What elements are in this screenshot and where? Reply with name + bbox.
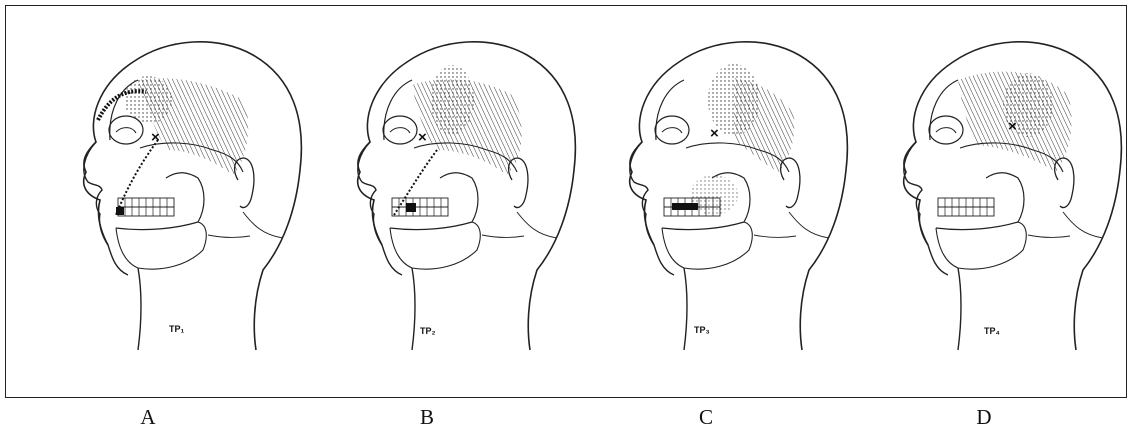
head-diagram-tp3: × (584, 0, 864, 390)
figure-letter-a: A (128, 405, 168, 430)
tp-label: TP₁ (169, 324, 184, 334)
figure-c: × TP₃ (584, 0, 864, 390)
tp-label: TP₂ (420, 326, 436, 336)
figure-letter-d: D (964, 405, 1004, 430)
trigger-point-x: × (151, 129, 160, 146)
pain-referral-area (124, 76, 172, 124)
tooth-pain-mark (116, 207, 124, 215)
trigger-point-x: × (418, 129, 427, 146)
tooth-pain-mark (672, 203, 698, 210)
trigger-point-x: × (1008, 118, 1017, 135)
figure-a: × TP₁ (38, 0, 318, 390)
figure-letter-b: B (407, 405, 447, 430)
tooth-pain-mark (406, 203, 416, 212)
figure-b: × TP₂ (312, 0, 592, 390)
tp-label: TP₄ (984, 326, 1000, 336)
tp-label: TP₃ (694, 325, 710, 335)
figure-d: × TP₄ (858, 0, 1132, 390)
referral-line (116, 140, 158, 215)
pain-referral-area (430, 65, 474, 135)
figure-letter-c: C (686, 405, 726, 430)
trigger-point-x: × (710, 125, 719, 142)
head-diagram-tp2: × (312, 0, 592, 390)
